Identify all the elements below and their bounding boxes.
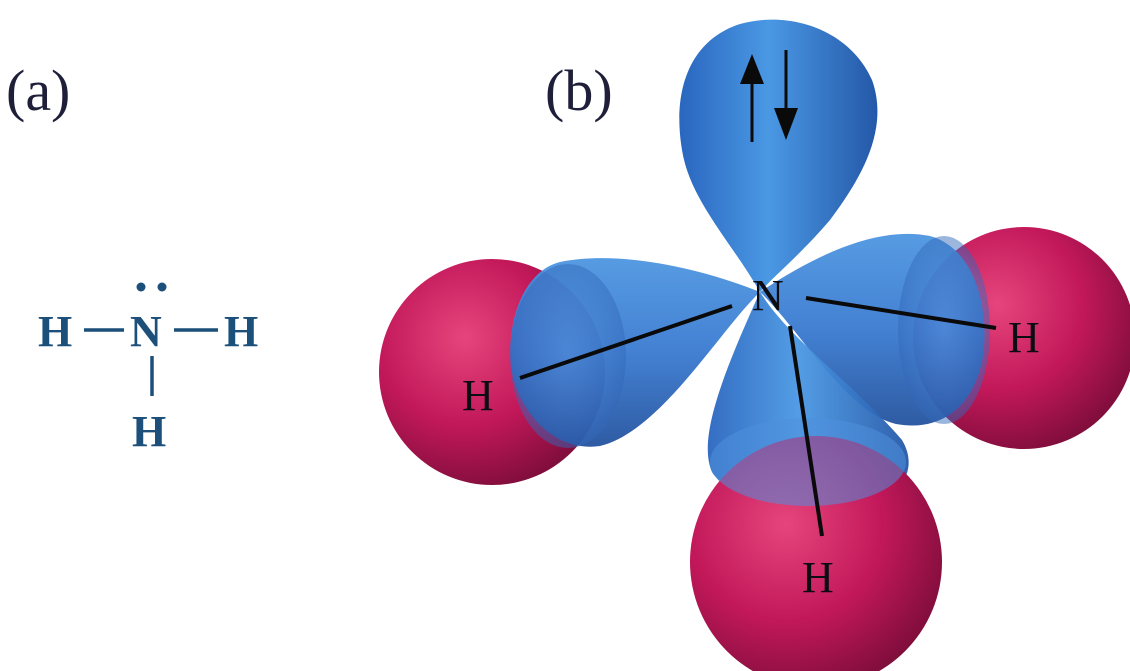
lewis-h-right: H <box>224 307 258 356</box>
orbital-n-label: N <box>752 271 784 320</box>
orbital-h-right-label: H <box>1008 313 1040 362</box>
orbital-lobe-lone-pair <box>679 19 878 293</box>
bond-line-right <box>805 296 997 330</box>
lone-pair-dot-right <box>157 282 167 292</box>
orbital-cap-right <box>898 236 990 424</box>
bond-line-left <box>519 304 733 380</box>
orbital-h-left-label: H <box>462 371 494 420</box>
lewis-structure: H N H H <box>38 282 258 456</box>
panel-b: (b) N H H H <box>379 19 1130 671</box>
panel-a-label: (a) <box>6 58 70 123</box>
lone-pair-dot-left <box>136 282 146 292</box>
spin-pair-arrows <box>740 50 798 142</box>
spin-up-arrow-head <box>740 54 764 84</box>
orbital-cap-left <box>510 264 626 448</box>
lewis-h-bottom: H <box>132 407 166 456</box>
lewis-h-left: H <box>38 307 72 356</box>
spin-down-arrow-head <box>774 108 798 140</box>
panel-a: (a) H N H H <box>6 58 258 456</box>
lewis-n: N <box>130 307 162 356</box>
panel-b-label: (b) <box>545 58 613 123</box>
bond-line-bottom <box>788 325 824 537</box>
orbital-cap-bottom <box>710 418 906 506</box>
orbital-h-bottom-label: H <box>802 553 834 602</box>
